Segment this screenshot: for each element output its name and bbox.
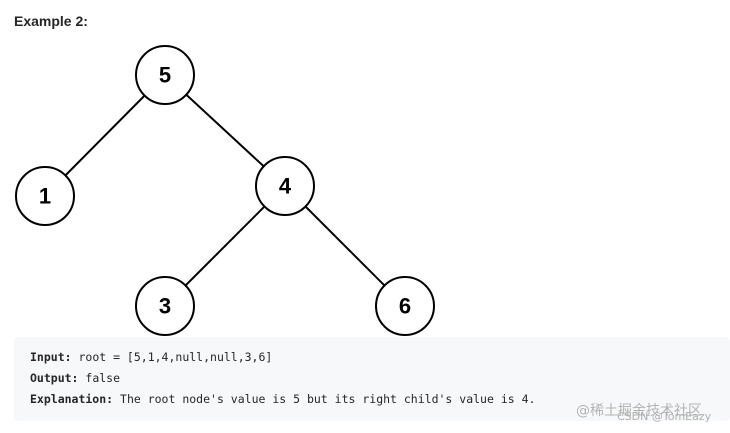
watermark-primary: @稀土掘金技术社区 [576,403,702,419]
input-value: root = [5,1,4,null,null,3,6] [71,350,273,364]
binary-tree-diagram: 5 1 4 3 6 [15,45,435,336]
node-label: 4 [279,174,292,199]
output-label: Output: [30,371,79,385]
explanation-value: The root node's value is 5 but its right… [113,392,536,406]
node-label: 1 [39,184,51,209]
example-code-block: Input: root = [5,1,4,null,null,3,6] Outp… [14,337,730,421]
input-label: Input: [30,350,72,364]
output-value: false [78,371,121,385]
watermark-secondary: CSDN @TomEazy [617,410,712,423]
example-heading: Example 2: [14,13,88,29]
node-label: 6 [399,294,411,319]
tree-node-6: 6 [375,276,435,336]
input-line: Input: root = [5,1,4,null,null,3,6] [30,347,730,368]
explanation-line: Explanation: The root node's value is 5 … [30,389,730,410]
explanation-label: Explanation: [30,392,114,406]
output-line: Output: false [30,368,730,389]
tree-node-3: 3 [135,276,195,336]
node-label: 3 [159,294,171,319]
tree-node-1: 1 [15,166,75,226]
tree-node-4: 4 [255,156,315,216]
tree-node-5: 5 [135,45,195,105]
node-label: 5 [159,63,171,88]
